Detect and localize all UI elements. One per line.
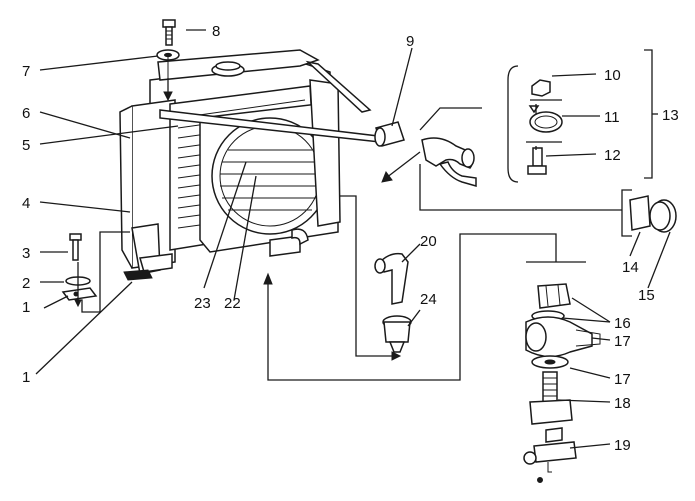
callout-3: 3 bbox=[22, 245, 30, 262]
leader-lines bbox=[35, 29, 671, 449]
callout-22: 22 bbox=[224, 295, 241, 312]
clamp-11 bbox=[528, 105, 563, 133]
bolt-8 bbox=[162, 19, 176, 46]
callout-7: 7 bbox=[22, 63, 30, 80]
callout-15: 15 bbox=[638, 287, 655, 304]
callout-8: 8 bbox=[212, 23, 220, 40]
hose-9 bbox=[374, 121, 405, 147]
callout-9: 9 bbox=[406, 33, 414, 50]
bolt-12 bbox=[527, 147, 547, 175]
callout-12: 12 bbox=[604, 147, 621, 164]
callout-4: 4 bbox=[22, 195, 30, 212]
bolt-3 bbox=[69, 233, 82, 261]
radiator-core bbox=[119, 49, 341, 275]
upper-bracket bbox=[305, 60, 372, 113]
callout-10: 10 bbox=[604, 67, 621, 84]
callout-17b: 17 bbox=[614, 371, 631, 388]
callout-1a: 1 bbox=[22, 299, 30, 316]
upper-hose bbox=[421, 137, 477, 187]
pad-1a bbox=[61, 287, 98, 301]
callout-2: 2 bbox=[22, 275, 30, 292]
cap-14-15 bbox=[629, 195, 677, 233]
elbow-20 bbox=[374, 252, 409, 305]
callout-1b: 1 bbox=[22, 369, 30, 386]
callout-23: 23 bbox=[194, 295, 211, 312]
callout-24: 24 bbox=[420, 291, 437, 308]
callout-18: 18 bbox=[614, 395, 631, 412]
callout-14: 14 bbox=[622, 259, 639, 276]
callout-16: 16 bbox=[614, 315, 631, 332]
callout-labels: 1 1 2 3 4 5 6 7 8 9 10 11 12 13 14 15 16… bbox=[22, 23, 679, 454]
callout-19: 19 bbox=[614, 437, 631, 454]
drain-cock-24 bbox=[382, 315, 412, 353]
fitting-stack bbox=[523, 283, 601, 483]
callout-20: 20 bbox=[420, 233, 437, 250]
callout-11: 11 bbox=[604, 109, 620, 126]
nut-10 bbox=[531, 79, 551, 97]
callout-13: 13 bbox=[662, 107, 679, 124]
callout-6: 6 bbox=[22, 105, 30, 122]
callout-5: 5 bbox=[22, 137, 30, 154]
callout-17a: 17 bbox=[614, 333, 631, 350]
pad-1b bbox=[123, 269, 153, 281]
